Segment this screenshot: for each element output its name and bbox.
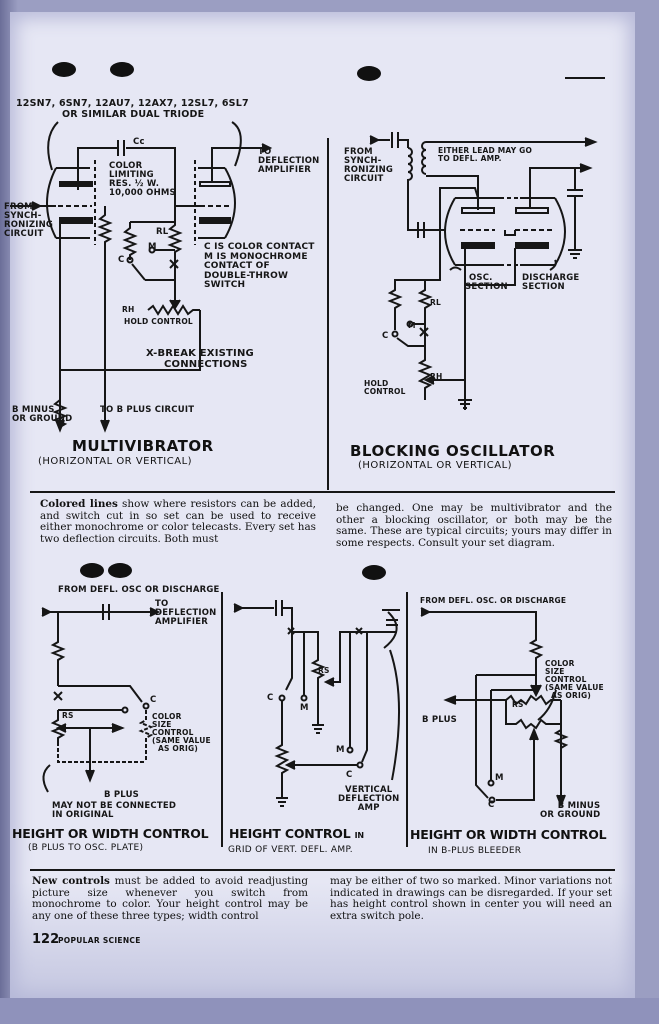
height-width-bleeder-schematic	[420, 607, 569, 808]
bo-m-label: M	[408, 321, 416, 330]
magazine-name: POPULAR SCIENCE	[58, 936, 141, 945]
p3-from-defl-label: FROM DEFL. OSC. OR DISCHARGE	[420, 596, 567, 605]
p1-rs-label: RS	[62, 711, 74, 720]
blocking-oscillator-schematic	[369, 132, 598, 410]
p2-subtitle: GRID OF VERT. DEFL. AMP.	[228, 845, 353, 855]
p2-rs-label: RS	[318, 666, 330, 675]
section-rule	[30, 869, 615, 871]
to-b-plus-label: TO B PLUS CIRCUIT	[100, 405, 195, 415]
multivibrator-title: MULTIVIBRATOR	[72, 437, 214, 455]
pointer-arrow	[47, 121, 59, 171]
multivibrator-subtitle: (HORIZONTAL OR VERTICAL)	[38, 456, 193, 467]
bo-rh-label: RH	[430, 372, 443, 381]
p3-rs-label: RS	[512, 700, 524, 709]
caption-top-col2: be changed. One may be multivibrator and…	[336, 502, 612, 549]
binder-hole	[357, 66, 381, 81]
caption-bottom-col1: New controls must be added to avoid read…	[32, 875, 309, 922]
section-rule	[30, 491, 615, 493]
p2-m2-label: M	[336, 745, 345, 755]
column-divider	[406, 592, 408, 847]
p2-title: HEIGHT CONTROL IN	[229, 826, 364, 841]
p1-from-defl-label: FROM DEFL. OSC OR DISCHARGE	[58, 585, 220, 595]
dual-triode-label: OR SIMILAR DUAL TRIODE	[62, 109, 205, 120]
column-divider	[221, 592, 223, 847]
page-number: 122	[32, 932, 60, 947]
blocking-oscillator-subtitle: (HORIZONTAL OR VERTICAL)	[358, 460, 513, 471]
bo-rl-label: RL	[430, 298, 441, 307]
hold-control-label: HOLD CONTROL	[124, 317, 193, 326]
rh-label: RH	[122, 305, 135, 314]
p3-m-label: M	[495, 773, 504, 783]
p2-c-label: C	[267, 693, 274, 703]
height-width-plate-schematic	[41, 604, 161, 793]
binder-hole	[108, 563, 132, 578]
stray-mark	[565, 77, 605, 79]
p1-title: HEIGHT OR WIDTH CONTROL	[12, 826, 209, 841]
right-tube-envelope	[198, 167, 236, 239]
p3-title: HEIGHT OR WIDTH CONTROL	[410, 827, 607, 842]
column-divider	[327, 138, 329, 490]
p3-c-label: C	[488, 800, 495, 810]
left-tube-envelope	[46, 167, 90, 239]
p1-c-label: C	[150, 695, 157, 705]
m-contact-label: M	[148, 242, 157, 252]
rl-label: RL	[156, 227, 169, 237]
binder-hole	[80, 563, 104, 578]
p1-b-plus-label: B PLUS	[104, 790, 140, 800]
blocking-oscillator-title: BLOCKING OSCILLATOR	[350, 442, 556, 460]
caption-top-col1: Colored lines show where resistors can b…	[40, 498, 316, 545]
bo-c-label: C	[382, 331, 389, 341]
c-contact-label: C	[118, 255, 125, 265]
multivibrator-schematic	[10, 121, 273, 433]
p3-b-plus-label: B PLUS	[422, 715, 458, 725]
p3-subtitle: IN B-PLUS BLEEDER	[428, 846, 522, 856]
binder-hole	[110, 62, 134, 77]
cc-label: Cc	[133, 137, 145, 147]
caption-bottom-col2: may be either of two so marked. Minor va…	[330, 875, 612, 922]
p1-subtitle: (B PLUS TO OSC. PLATE)	[28, 843, 144, 853]
height-grid-schematic	[233, 600, 400, 807]
pointer-arrow	[231, 121, 242, 167]
p2-c2-label: C	[346, 770, 353, 780]
p2-m-label: M	[300, 703, 309, 713]
tube-types-label: 12SN7, 6SN7, 12AU7, 12AX7, 12SL7, 6SL7	[16, 98, 249, 109]
binder-hole	[362, 565, 386, 580]
scan-bottom-strip	[0, 998, 659, 1024]
osc-section-label: OSC.SECTION	[465, 273, 508, 292]
binder-hole	[52, 62, 76, 77]
